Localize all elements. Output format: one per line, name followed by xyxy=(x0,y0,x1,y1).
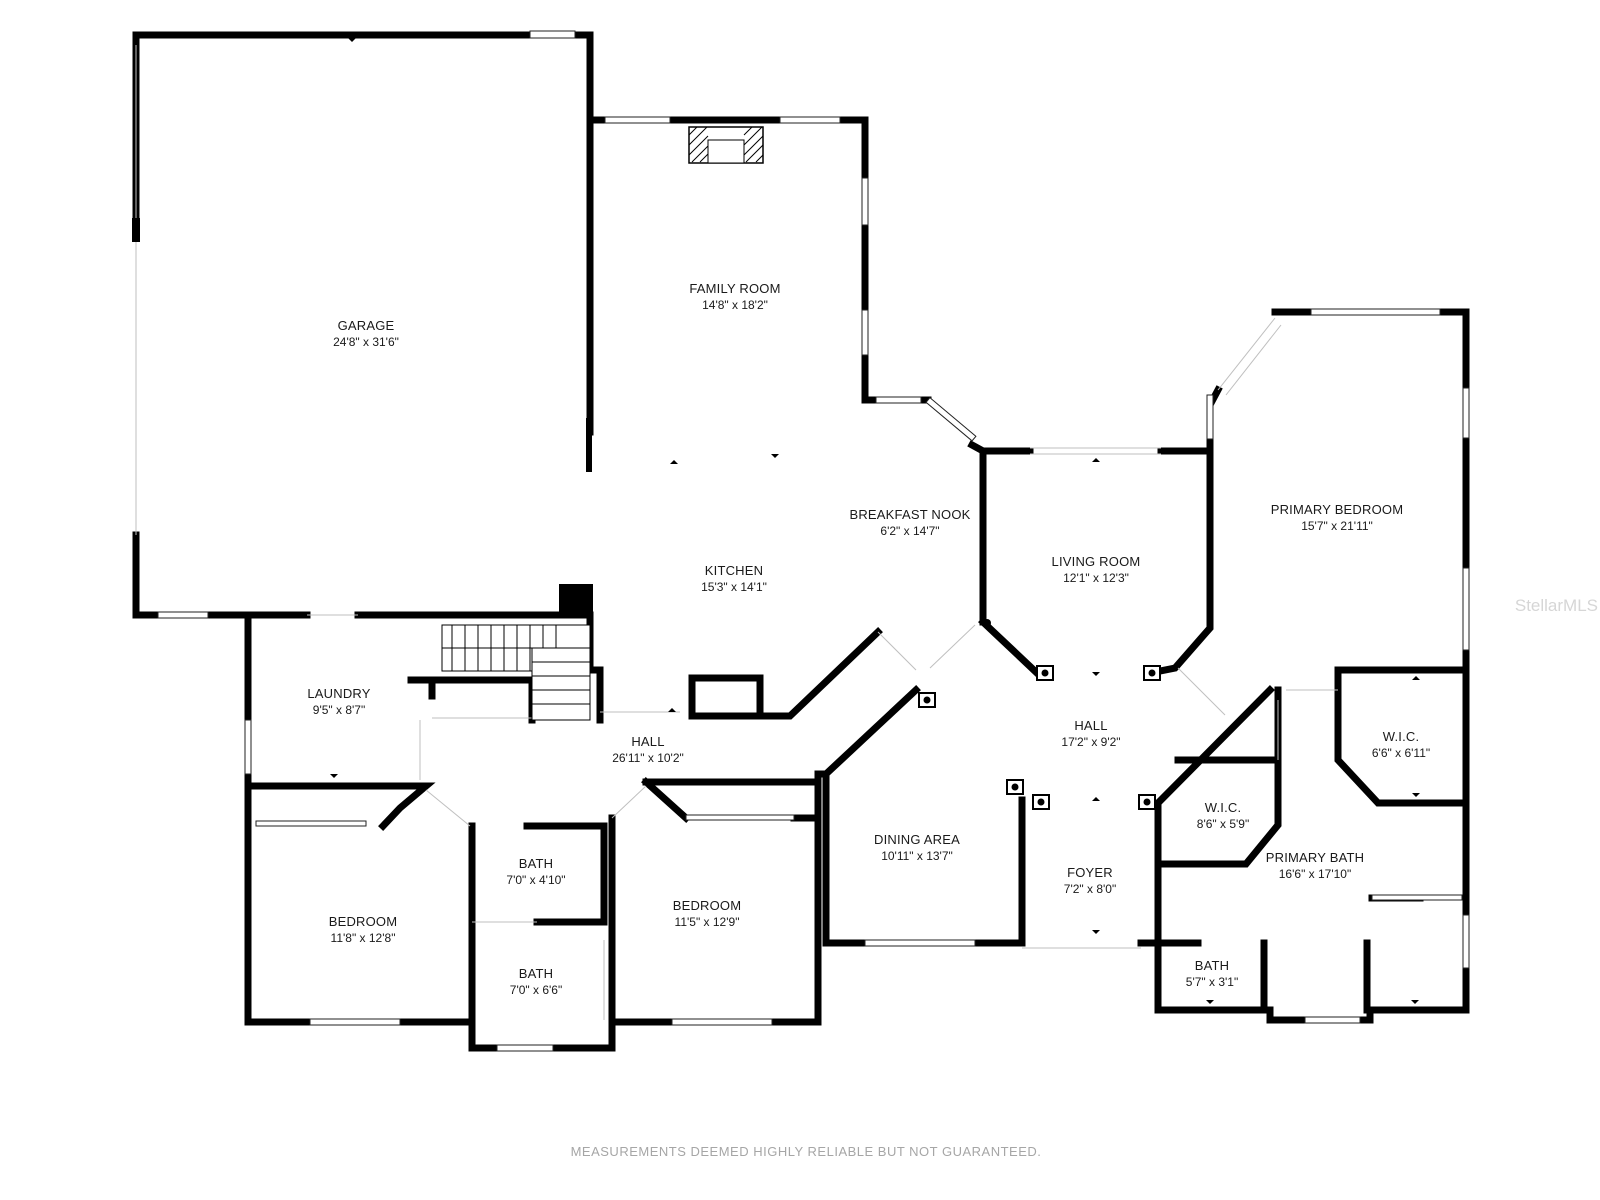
room-dimensions: 5'7" x 3'1" xyxy=(1186,975,1238,989)
room-dimensions: 6'2" x 14'7" xyxy=(880,524,939,538)
openings xyxy=(135,45,1338,1020)
room-bath-1: BATH 7'0" x 4'10" xyxy=(506,856,565,887)
room-name: KITCHEN xyxy=(705,563,763,578)
stairs xyxy=(441,624,591,721)
room-dimensions: 15'3" x 14'1" xyxy=(701,580,767,594)
columns xyxy=(918,619,1161,810)
room-name: LAUNDRY xyxy=(307,686,370,701)
room-name: HALL xyxy=(1074,718,1107,733)
room-dimensions: 9'5" x 8'7" xyxy=(313,703,365,717)
room-name: BEDROOM xyxy=(673,898,742,913)
wall-blocks xyxy=(132,218,593,618)
windows xyxy=(157,30,1470,1052)
room-primary-bedroom: PRIMARY BEDROOM 15'7" x 21'11" xyxy=(1271,502,1404,533)
room-name: FOYER xyxy=(1067,865,1113,880)
room-garage: GARAGE 24'8" x 31'6" xyxy=(333,318,399,349)
room-dimensions: 11'8" x 12'8" xyxy=(331,931,396,945)
room-name: PRIMARY BATH xyxy=(1266,850,1364,865)
room-dimensions: 7'0" x 6'6" xyxy=(510,983,562,997)
room-dimensions: 17'2" x 9'2" xyxy=(1061,735,1120,749)
room-name: BEDROOM xyxy=(329,914,398,929)
exterior-walls xyxy=(132,31,1470,1052)
room-breakfast-nook: BREAKFAST NOOK 6'2" x 14'7" xyxy=(849,507,970,538)
room-name: W.I.C. xyxy=(1383,729,1420,744)
room-primary-bath: PRIMARY BATH 16'6" x 17'10" xyxy=(1266,850,1364,881)
room-laundry: LAUNDRY 9'5" x 8'7" xyxy=(307,686,370,717)
room-name: BATH xyxy=(1195,958,1230,973)
room-name: LIVING ROOM xyxy=(1052,554,1141,569)
room-foyer: FOYER 7'2" x 8'0" xyxy=(1064,865,1116,896)
room-wic-1: W.I.C. 6'6" x 6'11" xyxy=(1372,729,1430,760)
room-bedroom-center: BEDROOM 11'5" x 12'9" xyxy=(673,898,742,929)
room-name: FAMILY ROOM xyxy=(689,281,780,296)
room-name: PRIMARY BEDROOM xyxy=(1271,502,1404,517)
room-dimensions: 12'1" x 12'3" xyxy=(1063,571,1129,585)
room-kitchen: KITCHEN 15'3" x 14'1" xyxy=(701,563,767,594)
room-dimensions: 7'0" x 4'10" xyxy=(506,873,565,887)
room-wic-2: W.I.C. 8'6" x 5'9" xyxy=(1197,800,1249,831)
disclaimer-text: MEASUREMENTS DEEMED HIGHLY RELIABLE BUT … xyxy=(571,1144,1042,1159)
room-dimensions: 16'6" x 17'10" xyxy=(1279,867,1352,881)
room-dimensions: 14'8" x 18'2" xyxy=(702,298,768,312)
room-dimensions: 11'5" x 12'9" xyxy=(675,915,740,929)
dimension-markers xyxy=(330,38,1420,1004)
room-living-room: LIVING ROOM 12'1" x 12'3" xyxy=(1052,554,1141,585)
room-dimensions: 7'2" x 8'0" xyxy=(1064,882,1116,896)
room-dimensions: 8'6" x 5'9" xyxy=(1197,817,1249,831)
watermark-logo: StellarMLS xyxy=(1515,596,1598,615)
room-dimensions: 10'11" x 13'7" xyxy=(881,849,953,863)
room-family-room: FAMILY ROOM 14'8" x 18'2" xyxy=(689,281,780,312)
room-dimensions: 15'7" x 21'11" xyxy=(1301,519,1373,533)
fireplace xyxy=(688,126,764,164)
room-bath-2: BATH 7'0" x 6'6" xyxy=(510,966,562,997)
room-hall-east: HALL 17'2" x 9'2" xyxy=(1061,718,1120,749)
room-name: BREAKFAST NOOK xyxy=(849,507,970,522)
room-bath-3: BATH 5'7" x 3'1" xyxy=(1186,958,1238,989)
room-dining-area: DINING AREA 10'11" x 13'7" xyxy=(874,832,960,863)
room-name: DINING AREA xyxy=(874,832,960,847)
room-bedroom-west: BEDROOM 11'8" x 12'8" xyxy=(329,914,398,945)
room-dimensions: 24'8" x 31'6" xyxy=(333,335,399,349)
room-name: BATH xyxy=(519,856,554,871)
room-name: GARAGE xyxy=(338,318,395,333)
room-dimensions: 6'6" x 6'11" xyxy=(1372,746,1430,760)
room-name: BATH xyxy=(519,966,554,981)
room-hall-west: HALL 26'11" x 10'2" xyxy=(612,734,684,765)
room-name: HALL xyxy=(631,734,664,749)
room-name: W.I.C. xyxy=(1205,800,1242,815)
room-dimensions: 26'11" x 10'2" xyxy=(612,751,684,765)
